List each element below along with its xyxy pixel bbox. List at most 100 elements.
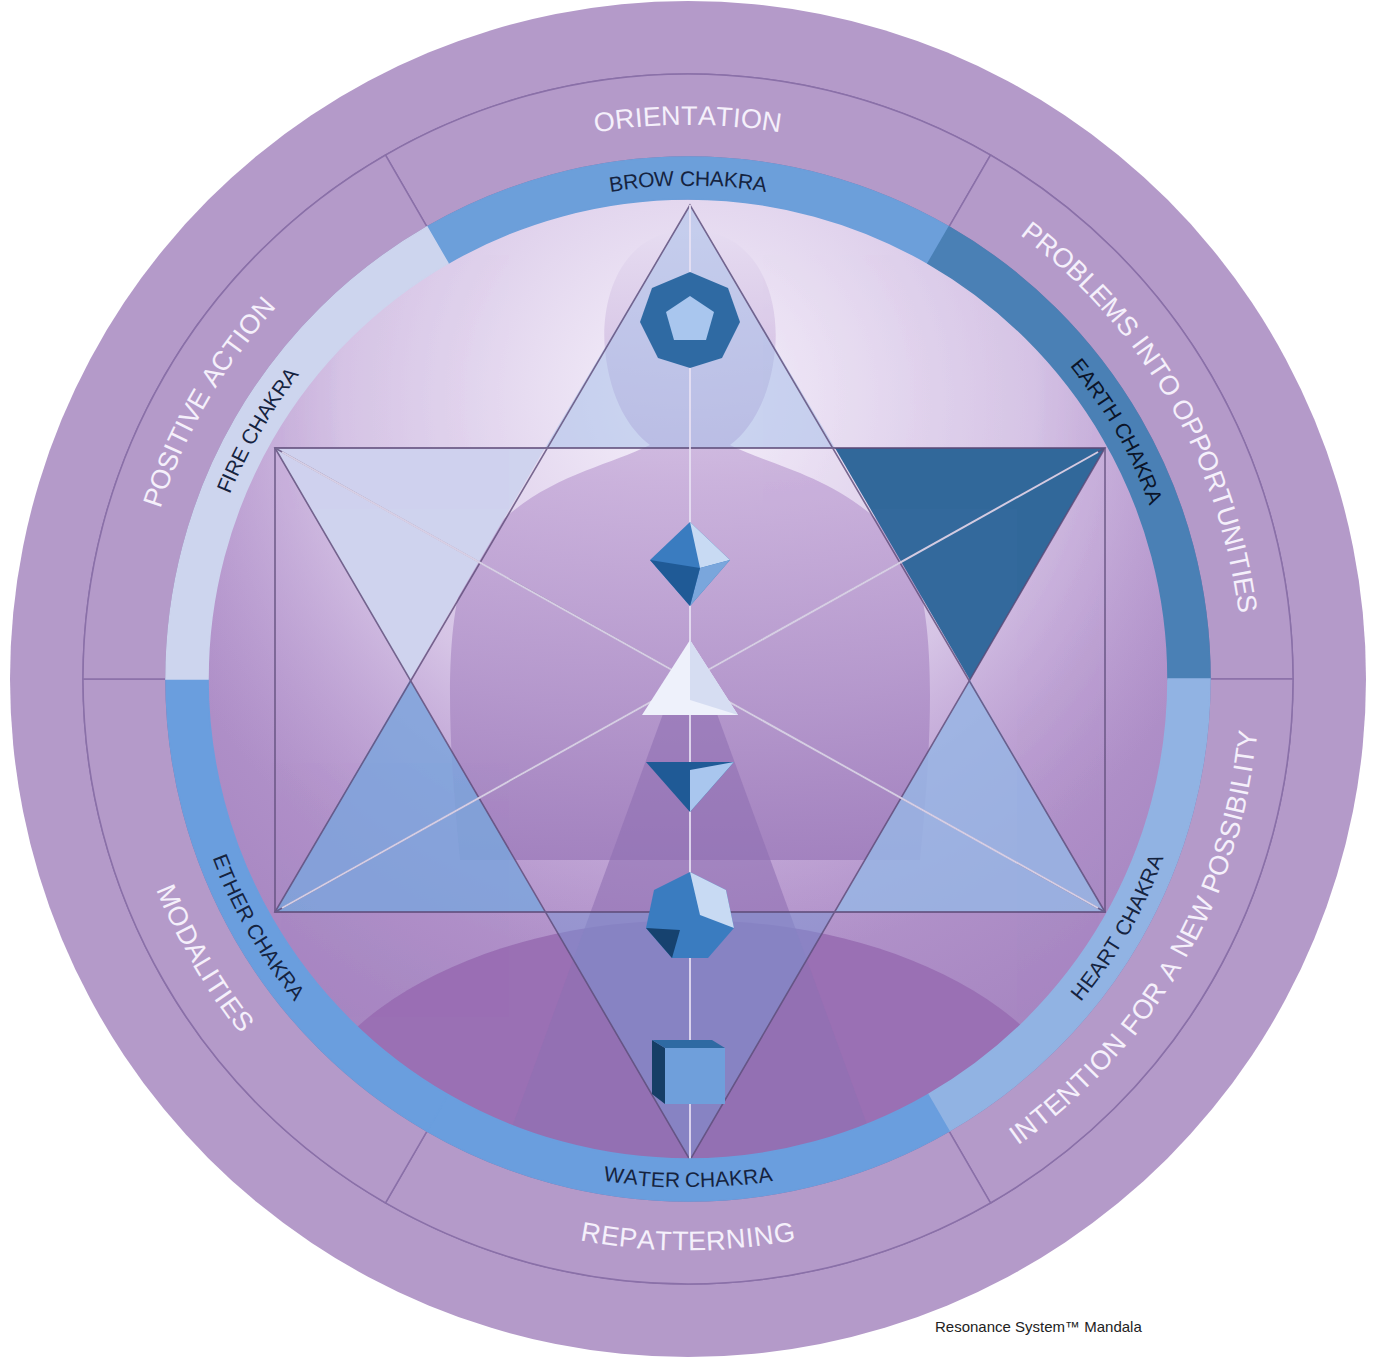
letter: W bbox=[1184, 894, 1219, 928]
letter: P bbox=[1017, 217, 1048, 249]
letter: N bbox=[1098, 1029, 1131, 1061]
letter: H bbox=[250, 932, 276, 956]
letter: V bbox=[175, 401, 207, 430]
letter: O bbox=[233, 308, 267, 341]
letter: E bbox=[228, 443, 253, 465]
letter: R bbox=[706, 1227, 727, 1255]
letter: A bbox=[1124, 890, 1149, 912]
letter: O bbox=[1203, 851, 1235, 880]
letter: H bbox=[1067, 979, 1093, 1004]
letter: I bbox=[1230, 763, 1258, 775]
segment-outline bbox=[949, 155, 1293, 679]
letter: E bbox=[1076, 968, 1101, 992]
letter: A bbox=[1154, 956, 1186, 985]
letter: E bbox=[688, 1228, 706, 1255]
letter: D bbox=[170, 920, 203, 950]
letter: E bbox=[642, 103, 662, 131]
letter: S bbox=[1210, 834, 1241, 859]
triangle-earth bbox=[835, 448, 1105, 680]
letter: I bbox=[732, 104, 742, 132]
letter: R bbox=[232, 902, 258, 925]
letter: A bbox=[284, 979, 309, 1003]
letter: O bbox=[145, 465, 178, 494]
letter: I bbox=[219, 470, 241, 484]
letter: B bbox=[1061, 256, 1093, 288]
letter: S bbox=[1215, 817, 1246, 842]
letter: E bbox=[599, 1222, 621, 1251]
letter: N bbox=[1166, 932, 1199, 962]
segment-outline bbox=[928, 227, 1210, 679]
letter: K bbox=[266, 956, 291, 980]
letter: R bbox=[1199, 467, 1231, 495]
letter: H bbox=[1099, 401, 1125, 425]
inner-disk bbox=[208, 199, 1168, 1159]
ring-line bbox=[83, 74, 1293, 1284]
letter: L bbox=[188, 953, 219, 980]
letter: K bbox=[723, 169, 739, 191]
letter: I bbox=[745, 1225, 755, 1253]
letter: M bbox=[152, 881, 186, 912]
letter: H bbox=[700, 1169, 716, 1191]
letter: N bbox=[1217, 522, 1248, 548]
letter: T bbox=[1067, 1065, 1098, 1096]
letter: G bbox=[772, 1219, 797, 1249]
upward-triangle bbox=[275, 205, 1105, 912]
letter: L bbox=[1227, 770, 1256, 790]
letter: F bbox=[1116, 1010, 1147, 1040]
letter: R bbox=[1138, 978, 1171, 1009]
letter: F bbox=[213, 476, 237, 496]
letter: O bbox=[1085, 1044, 1119, 1078]
letter bbox=[1162, 388, 1189, 408]
segment-outline bbox=[386, 1131, 991, 1284]
letter bbox=[234, 438, 255, 453]
letter: A bbox=[1076, 366, 1101, 390]
letter: T bbox=[218, 331, 250, 360]
letter: T bbox=[163, 425, 194, 451]
letter: H bbox=[1118, 432, 1144, 455]
letter: A bbox=[622, 1165, 638, 1187]
icosahedron bbox=[646, 872, 734, 958]
letter: K bbox=[728, 1167, 744, 1189]
letter: E bbox=[1176, 916, 1208, 944]
letter: H bbox=[695, 167, 711, 188]
letter: A bbox=[252, 399, 277, 422]
letter: O bbox=[1191, 447, 1224, 477]
caption: Resonance System™ Mandala bbox=[935, 1318, 1142, 1335]
outer-disk bbox=[10, 1, 1366, 1357]
letter: A bbox=[1142, 852, 1167, 873]
letter: K bbox=[1131, 459, 1156, 481]
letter bbox=[192, 378, 219, 398]
letter: N bbox=[1053, 1077, 1086, 1110]
letter: T bbox=[200, 972, 232, 1001]
letter bbox=[1149, 971, 1176, 992]
letter: R bbox=[1084, 377, 1110, 402]
letter: R bbox=[1030, 229, 1062, 262]
letter: N bbox=[760, 107, 783, 137]
triangle-ether bbox=[275, 680, 545, 912]
letter bbox=[1111, 1023, 1137, 1046]
letter: O bbox=[592, 107, 617, 137]
letter: S bbox=[225, 1007, 257, 1038]
letter: C bbox=[1110, 916, 1136, 940]
letter: E bbox=[1228, 575, 1258, 597]
letter: A bbox=[715, 1168, 730, 1190]
downward-triangle bbox=[275, 448, 1105, 1160]
letter: R bbox=[1092, 944, 1118, 968]
segment-outline bbox=[386, 74, 991, 227]
letter: S bbox=[1231, 593, 1260, 614]
letter: A bbox=[636, 1226, 656, 1254]
segment-outline bbox=[427, 1095, 949, 1201]
letter: R bbox=[742, 1165, 760, 1188]
letter: A bbox=[698, 103, 717, 131]
letter: T bbox=[1027, 1101, 1057, 1132]
